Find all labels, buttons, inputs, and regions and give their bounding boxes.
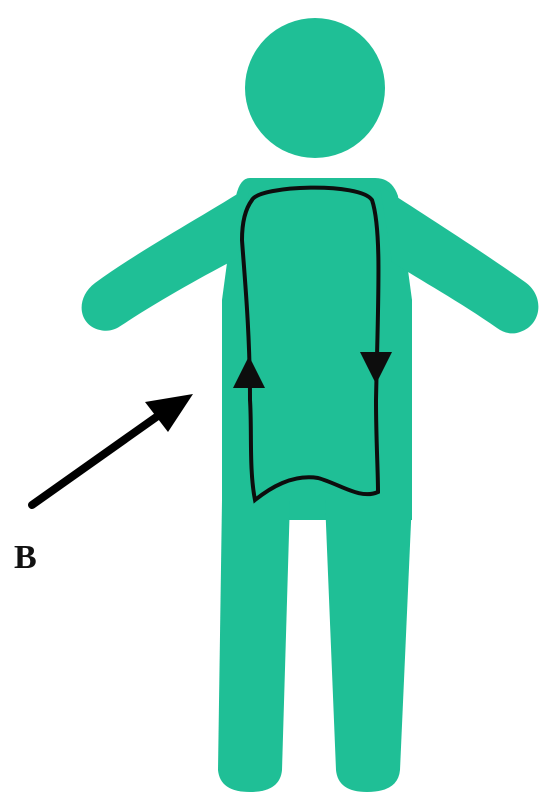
pointer-label: B (14, 539, 37, 576)
pointer-arrow (32, 394, 193, 505)
left-leg (218, 500, 290, 792)
pointer-arrowhead-icon (145, 394, 193, 432)
pointer-arrow-shaft (32, 413, 162, 505)
right-leg (325, 500, 412, 792)
head (245, 18, 385, 158)
